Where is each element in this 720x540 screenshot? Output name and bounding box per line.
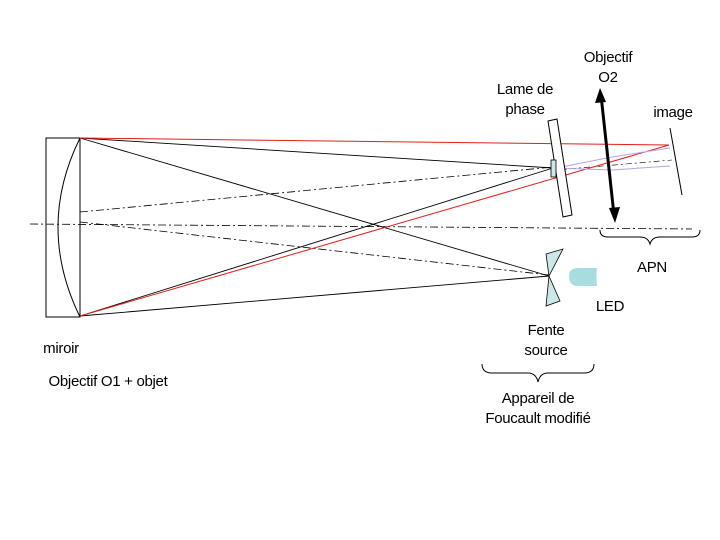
label-objectif-o1: Objectif O1 + objet [48, 373, 168, 390]
image-plane [669, 127, 683, 196]
label-apn: APN [637, 259, 667, 276]
ray-black-top-to-slit [79, 137, 550, 277]
ray-red-top [79, 137, 670, 146]
apn-brace [599, 229, 701, 246]
objectif-o2-arrowhead-top [595, 88, 606, 103]
ray-violet-upper [555, 147, 671, 169]
mirror-surface [57, 137, 81, 318]
objectif-o2-arrow [599, 94, 616, 216]
slit-upper [545, 248, 564, 278]
dashdot-line-upper [79, 166, 554, 213]
label-appareil-line2: Foucault modifié [485, 410, 591, 427]
label-objectif-o2-line2: O2 [598, 69, 618, 86]
phase-plate [547, 118, 573, 218]
label-led: LED [595, 298, 625, 315]
ray-violet-lower [555, 165, 671, 171]
slit-lower [545, 274, 561, 307]
label-objectif-o2: Objectif O2 [566, 48, 650, 88]
label-appareil-foucault: Appareil de Foucault modifié [460, 389, 616, 429]
led-shape [569, 268, 597, 286]
optical-axis [29, 223, 693, 230]
label-image: image [653, 104, 693, 121]
dashdot-line-lower [79, 221, 550, 276]
label-lame-line1: Lame de [496, 81, 554, 98]
foucault-brace [481, 363, 595, 383]
mirror-box [45, 137, 81, 318]
ray-black-bottom-to-slit [79, 275, 550, 317]
label-lame-line2: phase [505, 101, 545, 118]
label-miroir: miroir [43, 340, 79, 357]
label-objectif-o2-line1: Objectif [583, 49, 633, 66]
ray-black-bottom-to-plate [79, 167, 554, 317]
label-fente-line2: source [524, 342, 568, 359]
label-fente-source: Fente source [500, 321, 592, 361]
ray-red-bottom [79, 144, 670, 317]
label-appareil-line1: Appareil de [501, 390, 575, 407]
ray-black-top-to-plate [79, 137, 554, 169]
phase-plate-element [550, 159, 557, 178]
label-lame-de-phase: Lame de phase [483, 80, 567, 120]
objectif-o2-arrowhead-bottom [609, 207, 620, 223]
label-fente-line1: Fente [527, 322, 565, 339]
